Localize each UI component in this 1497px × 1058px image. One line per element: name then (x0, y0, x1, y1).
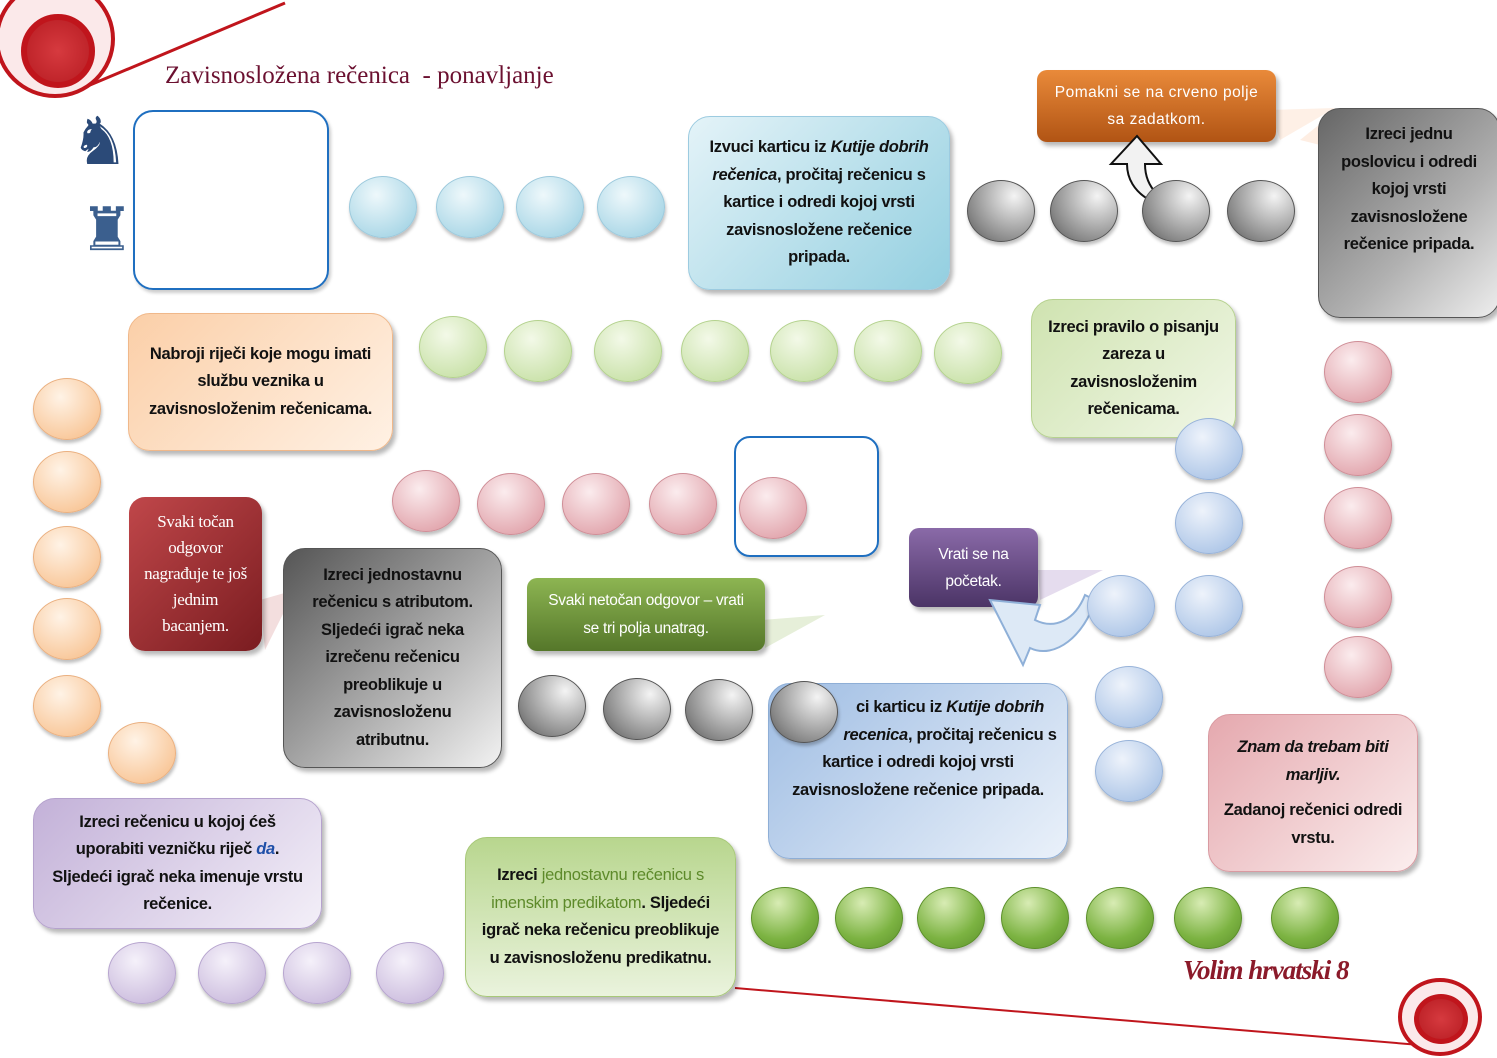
board-field (349, 176, 417, 238)
card-comma-rule: Izreci pravilo o pisanju zareza u zavisn… (1031, 299, 1236, 438)
knight-chess-icon: ♞ (70, 104, 130, 178)
board-field (1142, 180, 1210, 242)
board-field (1324, 487, 1392, 549)
card-attribute-clause: Izreci jednostavnu rečenicu s atributom.… (283, 548, 502, 768)
board-field (1087, 575, 1155, 637)
card-back-to-start: Vrati se na početak. (909, 528, 1038, 607)
board-field (835, 887, 903, 949)
board-field (594, 320, 662, 382)
board-field (516, 176, 584, 238)
board-field (1174, 887, 1242, 949)
start-field (133, 110, 329, 290)
board-field (1175, 575, 1243, 637)
board-field (33, 526, 101, 588)
board-field (685, 679, 753, 741)
board-field (33, 598, 101, 660)
board-field (967, 180, 1035, 242)
board-field (1324, 636, 1392, 698)
page-title: Zavisnosložena rečenica - ponavljanje (165, 62, 554, 89)
board-field (770, 681, 838, 743)
board-field (518, 675, 586, 737)
board-field (917, 887, 985, 949)
arrow-back-icon (988, 593, 1097, 668)
card-proverb: Izreci jednu poslovicu i odredi kojoj vr… (1318, 108, 1497, 318)
card-correct-answer-reward: Svaki točan odgovor nagrađuje te još jed… (129, 497, 262, 651)
board-field (751, 887, 819, 949)
board-field (603, 678, 671, 740)
card-draw-sentence-top: Izvuci karticu iz Kutije dobrih rečenica… (688, 116, 950, 290)
board-field (283, 942, 351, 1004)
board-field (108, 722, 176, 784)
board-field (1050, 180, 1118, 242)
board-field (504, 320, 572, 382)
board-field (1086, 887, 1154, 949)
board-field (770, 320, 838, 382)
empty-field (734, 436, 879, 557)
board-field (1324, 341, 1392, 403)
card-nominal-predicate: Izreci jednostavnu rečenicu s imenskim p… (465, 837, 736, 997)
board-field (562, 473, 630, 535)
board-field (1175, 418, 1243, 480)
card-move-to-red: Pomakni se na crveno polje sa zadatkom. (1037, 70, 1276, 142)
logo-circle-bottom-right (1398, 978, 1482, 1056)
board-field (1095, 666, 1163, 728)
board-field (392, 470, 460, 532)
board-field (1095, 740, 1163, 802)
board-field (854, 320, 922, 382)
board-field (376, 942, 444, 1004)
logo-circle-top-left (0, 0, 115, 98)
card-wrong-answer: Svaki netočan odgovor – vrati se tri pol… (527, 578, 765, 651)
board-field (33, 378, 101, 440)
board-field (198, 942, 266, 1004)
board-field (1324, 566, 1392, 628)
rook-chess-icon: ♜ (80, 196, 134, 263)
board-field (1175, 492, 1243, 554)
board-field (1324, 414, 1392, 476)
board-field (1227, 180, 1295, 242)
board-field (739, 477, 807, 539)
card-conjunction-da: Izreci rečenicu u kojoj ćeš uporabiti ve… (33, 798, 322, 929)
board-field (1271, 887, 1339, 949)
board-field (649, 473, 717, 535)
card-diligent: Znam da trebam biti marljiv.Zadanoj reče… (1208, 714, 1418, 872)
board-field (1001, 887, 1069, 949)
card-conjunctions: Nabroji riječi koje mogu imati službu ve… (128, 313, 393, 451)
board-field (934, 322, 1002, 384)
board-field (436, 176, 504, 238)
board-field (419, 316, 487, 378)
board-field (597, 176, 665, 238)
board-field (33, 675, 101, 737)
board-field (108, 942, 176, 1004)
board-field (681, 320, 749, 382)
board-field (33, 451, 101, 513)
board-field (477, 473, 545, 535)
signature: Volim hrvatski 8 (1183, 955, 1350, 985)
